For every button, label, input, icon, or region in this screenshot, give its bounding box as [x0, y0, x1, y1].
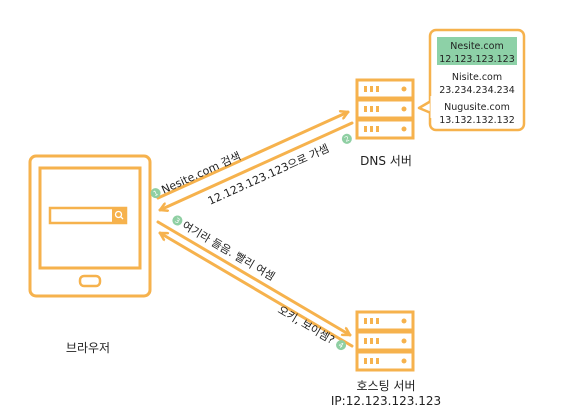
arrow-hosting-to-browser: [158, 231, 354, 348]
dns-record-highlight: [437, 37, 517, 65]
arrow-dns-to-browser: [158, 121, 354, 210]
step-badge: [172, 215, 183, 226]
step-number: 1: [152, 189, 159, 198]
browser-icon: [28, 154, 152, 298]
hosting-server-ip: IP:12.123.123.123: [331, 394, 441, 408]
step-badge: [341, 133, 352, 144]
hosting-server-label: 호스팅 서버: [356, 379, 415, 393]
arrow-browser-to-hosting: [156, 220, 352, 337]
dns-records-bubble: Nesite.com 12.123.123.123 Nisite.com 23.…: [417, 28, 526, 132]
dns-record-name: Nugusite.com: [444, 102, 510, 113]
dns-record-name: Nesite.com: [450, 41, 503, 52]
step-number: 3: [173, 216, 181, 225]
dns-record-ip: 13.132.132.132: [439, 115, 515, 126]
dns-record-ip: 23.234.234.234: [439, 85, 515, 96]
dns-server-label: DNS 서버: [360, 154, 412, 168]
dns-server-icon: [355, 78, 415, 140]
browser-label: 브라우저: [66, 341, 110, 355]
hosting-server-icon: [355, 310, 415, 372]
dns-record: Nugusite.com 13.132.132.132: [439, 102, 515, 126]
step-badge: [336, 340, 347, 351]
step-number: 2: [343, 135, 350, 144]
dns-record-name: Nisite.com: [452, 72, 502, 83]
dns-record-ip: 12.123.123.123: [439, 54, 515, 65]
step-text: 12.123.123.123으로 가셈: [206, 142, 331, 208]
dns-record: Nesite.com 12.123.123.123: [439, 41, 515, 65]
step-number: 4: [337, 341, 345, 350]
arrow-browser-to-dns: [156, 112, 350, 200]
step-badge: [150, 188, 161, 199]
dns-record: Nisite.com 23.234.234.234: [439, 72, 515, 96]
search-icon: [114, 210, 123, 219]
